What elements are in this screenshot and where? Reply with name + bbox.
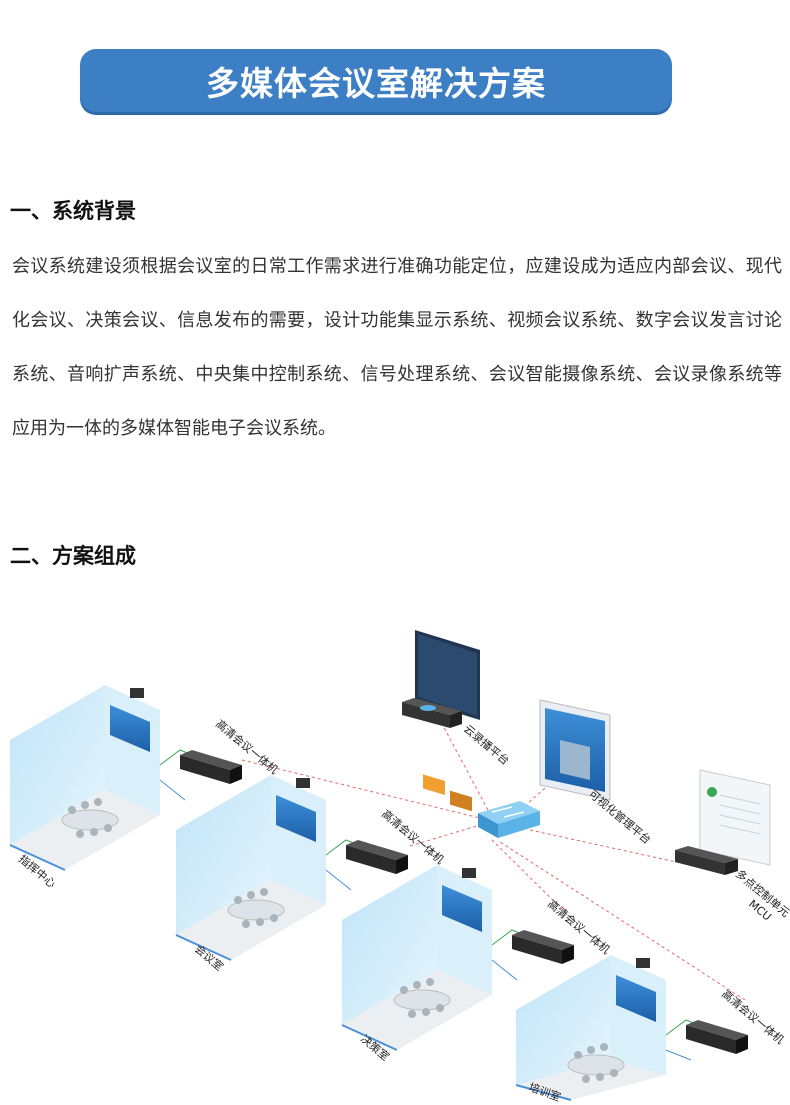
cloud-platform-label: 云录播平台: [461, 722, 512, 768]
system-diagram: 云录播平台 可视化管理平台 多点控制单元 MCU 高清会议一体机: [0, 620, 790, 1105]
network-switch: [478, 801, 540, 838]
section-heading-background: 一、系统背景: [10, 199, 136, 223]
mcu: 多点控制单元 MCU: [675, 769, 790, 924]
page-title: 多媒体会议室解决方案: [206, 63, 546, 103]
room-3: 高清会议一体机 决策室: [341, 865, 613, 1064]
section-heading-composition: 二、方案组成: [10, 544, 136, 568]
room-4: 高清会议一体机 培训室: [515, 955, 787, 1104]
visual-platform-label: 可视化管理平台: [586, 787, 654, 847]
title-banner: 多媒体会议室解决方案: [80, 49, 672, 112]
visual-platform: 可视化管理平台: [539, 699, 654, 847]
background-paragraph: 会议系统建设须根据会议室的日常工作需求进行准确功能定位，应建设成为适应内部会议、…: [12, 256, 782, 439]
cloud-platform: 云录播平台: [402, 630, 512, 812]
